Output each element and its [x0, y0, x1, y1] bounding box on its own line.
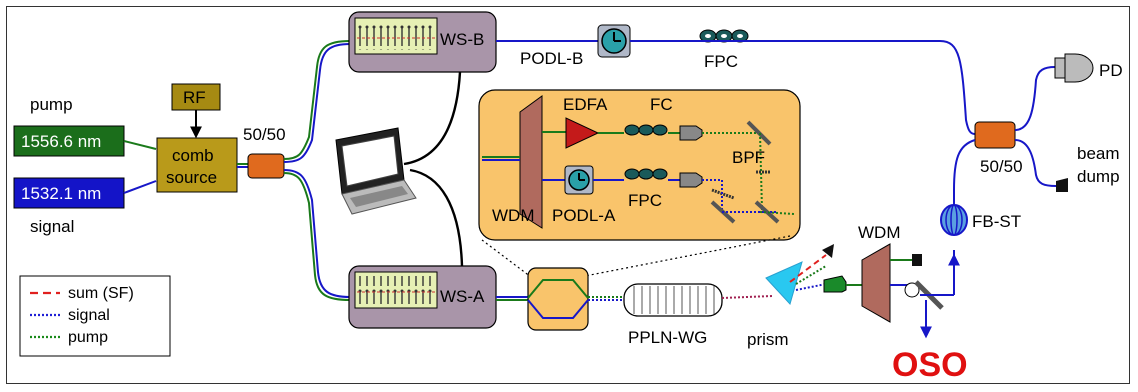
flip-mount-icon: [904, 282, 920, 298]
fiber-to-wsb-g: [283, 40, 351, 160]
legend-box: [19, 275, 171, 357]
leader-left: [481, 239, 536, 281]
collimator-green-icon: [823, 275, 847, 293]
laptop-icon: [335, 127, 417, 215]
fiber-to-wsb-b: [283, 43, 351, 163]
comb-source-box: [156, 137, 238, 193]
signal-beam-out: [795, 283, 827, 291]
cable-laptop-wsa: [409, 168, 464, 267]
beam-to-prism: [721, 295, 773, 299]
edfa-label: EDFA: [563, 95, 608, 114]
beam-dump-icon: [1056, 178, 1068, 192]
signal-laser-box: [13, 177, 125, 209]
dichroic-icon: [754, 200, 780, 224]
fb-st-label: FB-ST: [972, 212, 1021, 231]
diagram-frame: [6, 6, 1130, 384]
bpf-label: BPF: [732, 148, 765, 167]
inset-wdm-icon: [519, 95, 543, 229]
signal-text: signal: [30, 217, 74, 236]
inset-fpc-label: FPC: [628, 191, 662, 210]
ws-a-spectrum: [358, 276, 435, 304]
legend-label-0: sum (SF): [68, 285, 134, 302]
inset-fpc-bottom-paddles-icon: [624, 168, 668, 180]
inset-wdm-label: WDM: [492, 206, 534, 225]
splitter-out-label: 50/50: [980, 157, 1023, 176]
splitter-in: [247, 153, 285, 179]
ppln-label: PPLN-WG: [628, 328, 707, 347]
splitter-in-label: 50/50: [243, 125, 286, 144]
pd-label: PD: [1099, 61, 1123, 80]
pump-laser-box: [13, 125, 125, 157]
fc-label: FC: [650, 95, 673, 114]
edfa-icon: [565, 117, 600, 149]
fb-st-coil-icon: [940, 204, 968, 236]
fiber-to-wsa-b: [283, 169, 351, 298]
ws-a-label: WS-A: [440, 287, 485, 306]
legend-label-2: pump: [68, 329, 108, 346]
leader-right: [584, 235, 791, 277]
pump-fiber: [123, 140, 157, 150]
inset-panel: [478, 89, 801, 241]
inset-fpc-top-paddles-icon: [624, 124, 668, 136]
ws-b-label: WS-B: [440, 30, 484, 49]
beam-block-icon: [822, 244, 834, 258]
signal-filter-icon: [711, 188, 735, 200]
legend-label-1: signal: [68, 307, 110, 324]
cable-laptop-wsb: [403, 71, 462, 166]
podl-b-clock-icon: [597, 24, 631, 58]
podl-b-label: PODL-B: [520, 49, 583, 68]
combiner-upper: [527, 279, 589, 299]
fc-bottom-collimator-icon: [679, 172, 703, 188]
legend: sum (SF) signal pump: [30, 285, 134, 346]
combiner-lower: [527, 299, 589, 319]
fiber-to-dump: [1014, 139, 1057, 187]
inset-pump-down: [759, 132, 763, 211]
oso-label: OSO: [892, 346, 968, 384]
inset-out-g: [759, 211, 796, 215]
fiber-top-to-splitter: [700, 40, 976, 135]
mirror-1-icon: [746, 120, 772, 146]
fiber-to-wsa-g: [283, 172, 351, 301]
prism-label: prism: [747, 330, 789, 349]
pump-text: pump: [30, 95, 73, 114]
fc-top-collimator-icon: [679, 125, 703, 141]
rf-label: RF: [183, 88, 206, 107]
fpc-top-paddles-icon: [699, 29, 749, 43]
combiner-box: [527, 267, 589, 331]
beam-dump-label-2: dump: [1077, 167, 1120, 186]
beam-dump-label-1: beam: [1077, 144, 1120, 163]
signal-laser-label: 1532.1 nm: [21, 184, 101, 203]
comb-label-2: source: [166, 168, 217, 187]
wdm-right-icon: [861, 243, 891, 323]
comb-label-1: comb: [172, 146, 214, 165]
photodiode-icon: [1054, 53, 1094, 83]
wdm-right-label: WDM: [858, 223, 900, 242]
ppln-waveguide-icon: [623, 283, 723, 317]
podl-a-clock-icon: [564, 165, 594, 195]
sf-beam: [789, 254, 827, 283]
pump-laser-label: 1556.6 nm: [21, 132, 101, 151]
fiber-to-pd: [1014, 66, 1056, 131]
ws-b-spectrum: [358, 22, 435, 50]
signal-fiber: [123, 180, 157, 194]
pump-beam-out: [795, 265, 827, 285]
fpc-top-label: FPC: [704, 52, 738, 71]
wdm-dump-icon: [912, 254, 922, 266]
splitter-out: [974, 121, 1016, 149]
podl-a-label: PODL-A: [552, 206, 616, 225]
rf-box: [171, 83, 221, 111]
